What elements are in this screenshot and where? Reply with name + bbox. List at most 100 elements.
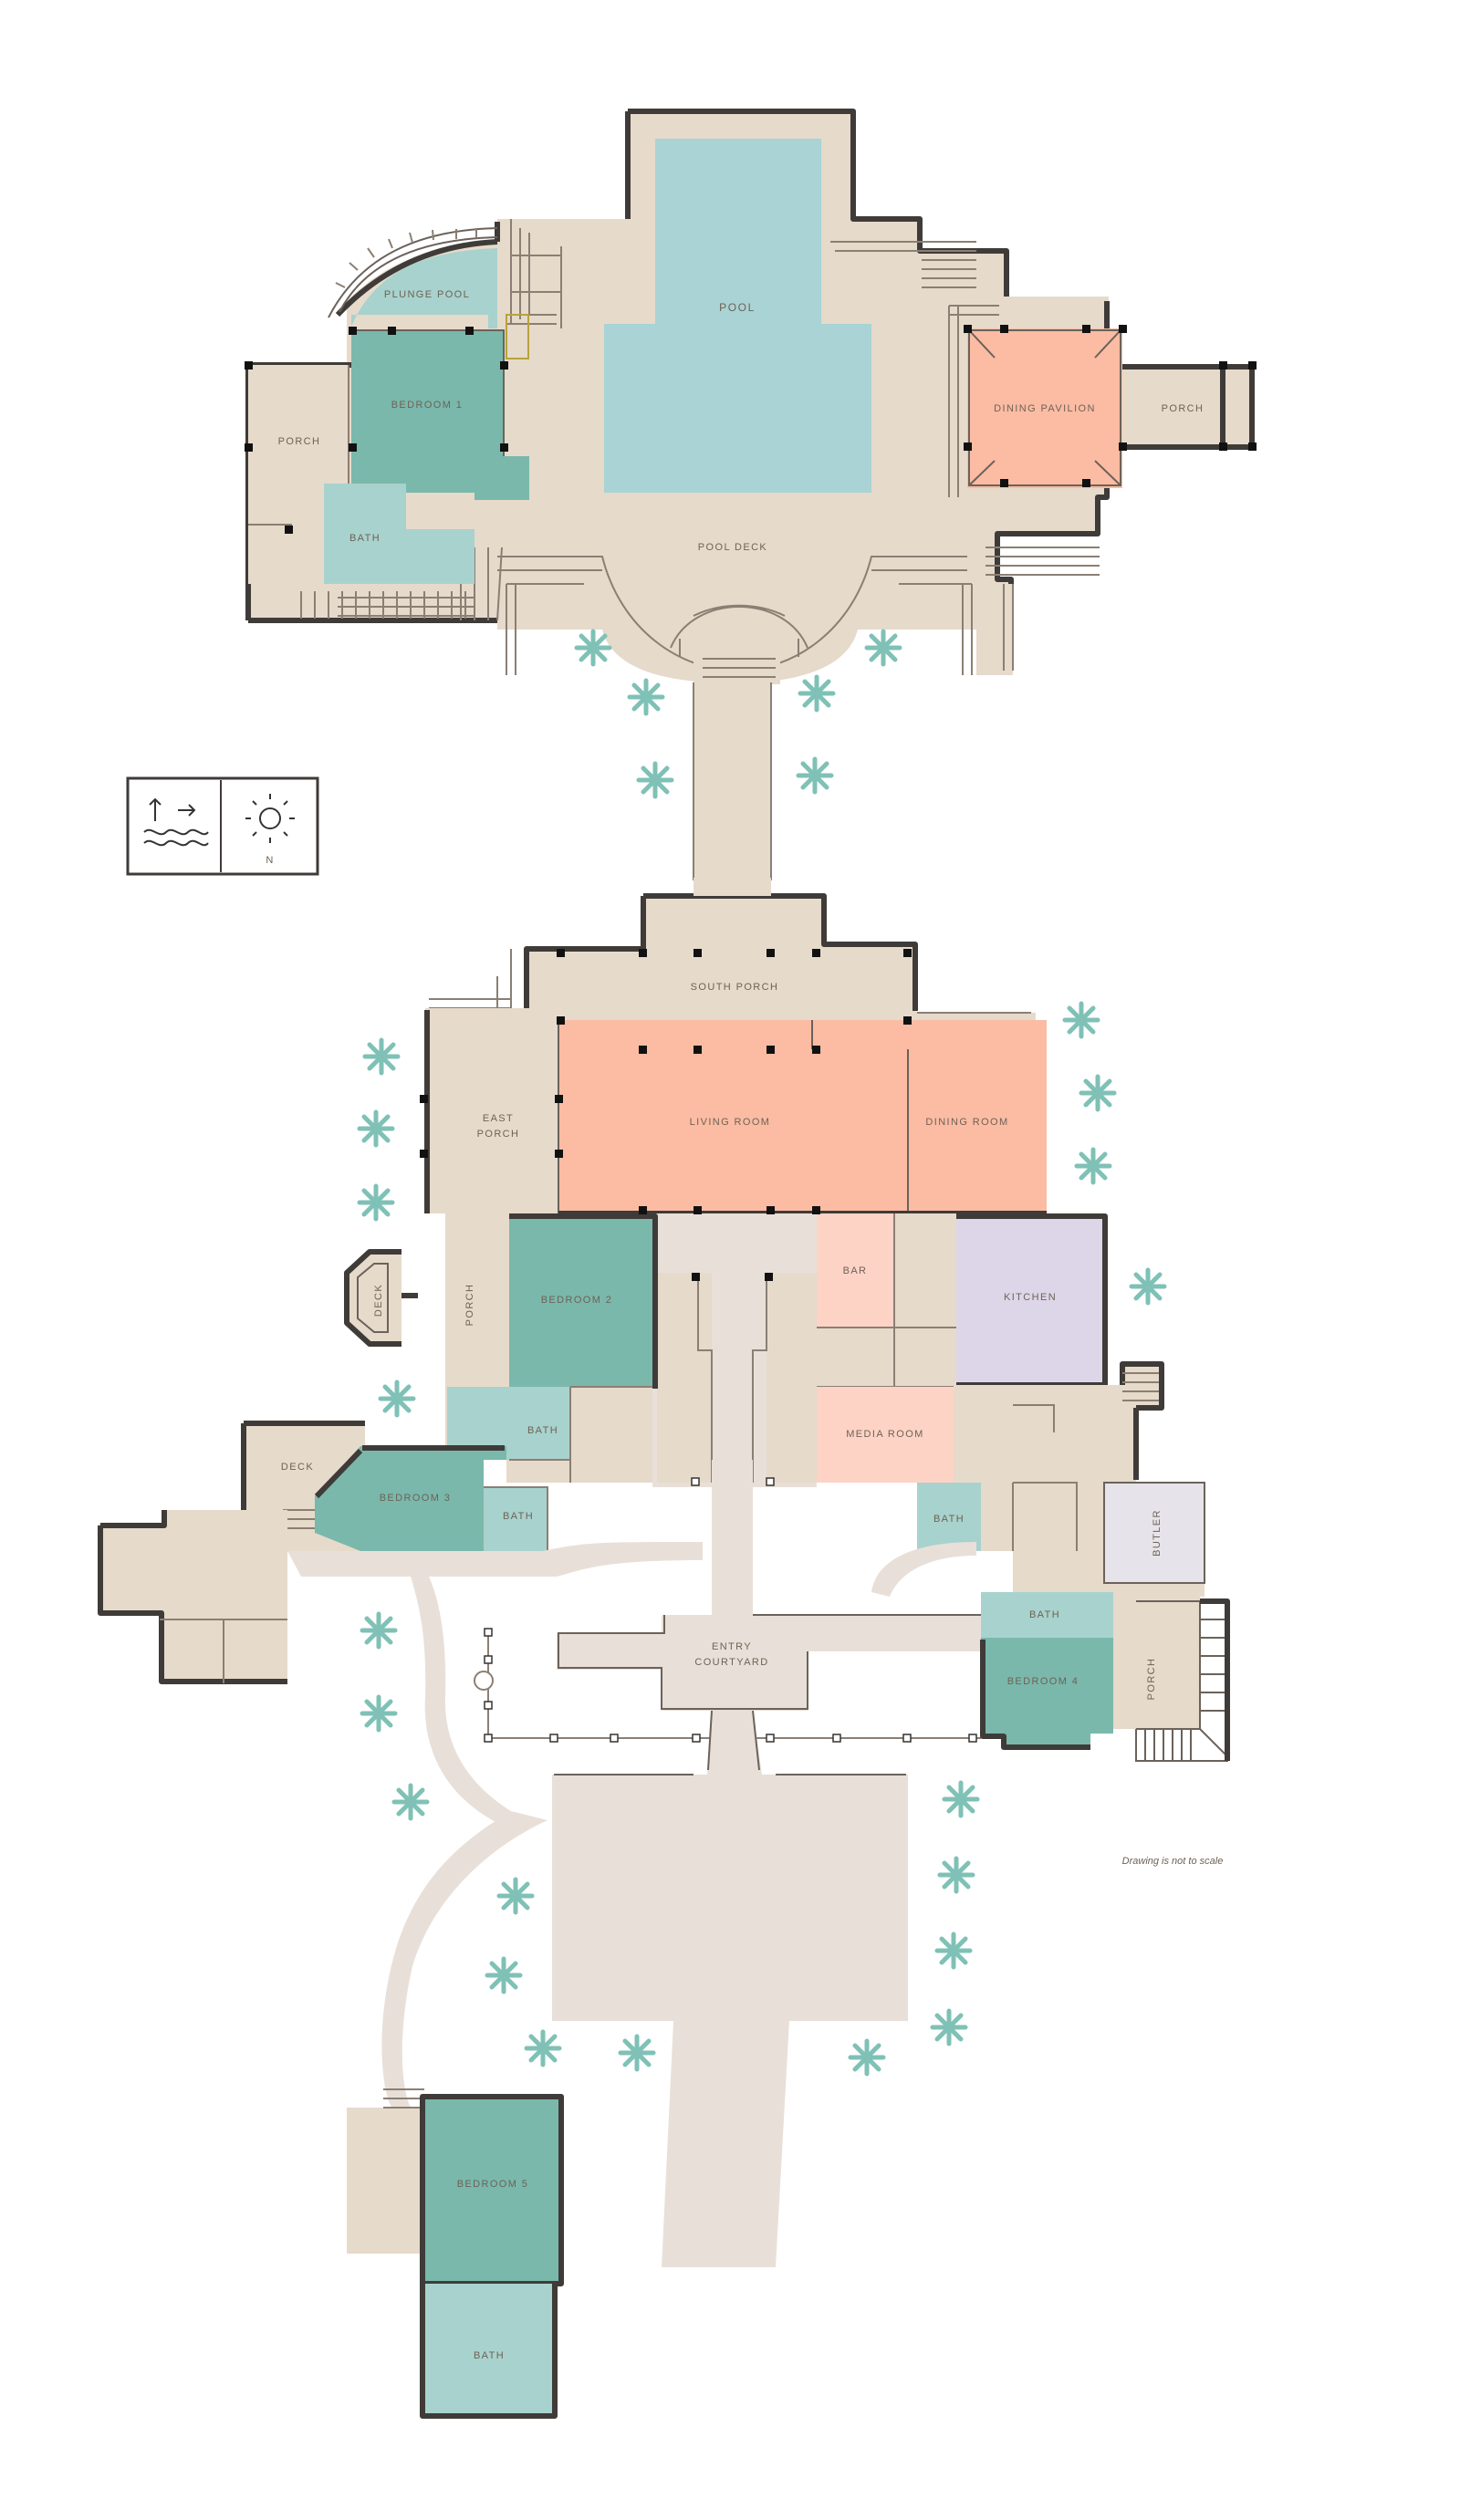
bedroom-1	[351, 330, 529, 500]
garden-path-curve	[411, 1577, 511, 1829]
bath-5-label: BATH	[474, 2350, 505, 2361]
south-porch	[525, 894, 1036, 1049]
palm-icon	[357, 1183, 395, 1222]
wind-direction-icon	[143, 797, 209, 847]
bath-2	[447, 1387, 570, 1460]
plunge-pool-label: PLUNGE POOL	[384, 289, 470, 300]
bath-media-label: BATH	[933, 1514, 965, 1525]
outdoor-shower	[506, 314, 529, 359]
dining-pavilion-label: DINING PAVILION	[994, 403, 1096, 414]
bath-media	[917, 1483, 981, 1551]
butler-label: BUTLER	[1152, 1509, 1163, 1557]
east-porch-label-2: PORCH	[477, 1129, 520, 1140]
bedroom-3-label: BEDROOM 3	[380, 1493, 452, 1504]
porch-side	[447, 1264, 506, 1405]
deck-west-label: DECK	[281, 1462, 314, 1473]
media-room-label: MEDIA ROOM	[846, 1429, 924, 1440]
palm-icon	[934, 1932, 973, 1970]
palm-icon	[378, 1380, 416, 1418]
garden-path-west	[287, 1542, 703, 1577]
compass-sun-icon	[245, 794, 295, 843]
scale-note: Drawing is not to scale	[1122, 1856, 1224, 1867]
pool	[604, 139, 871, 493]
palm-icon	[848, 2038, 886, 2077]
north-letter: N	[266, 855, 274, 866]
palm-icon	[574, 629, 612, 667]
entry-drive	[552, 1711, 908, 2267]
palm-icon	[391, 1783, 430, 1821]
palm-icon	[864, 629, 902, 667]
palm-trees	[357, 629, 1167, 2077]
bedroom-3	[315, 1446, 506, 1551]
porch-east	[1122, 365, 1252, 447]
entry-label-1: ENTRY	[712, 1641, 752, 1652]
bath-4-label: BATH	[1029, 1609, 1060, 1620]
palm-icon	[524, 2029, 562, 2067]
east-porch-label-1: EAST	[483, 1113, 514, 1124]
plunge-pool-railing	[328, 227, 498, 318]
deck-side-label: DECK	[373, 1284, 384, 1317]
bedroom-4-label: BEDROOM 4	[1007, 1676, 1079, 1687]
bath-1	[324, 484, 474, 584]
palm-icon	[1129, 1267, 1167, 1306]
columns-main	[420, 949, 912, 1281]
bedroom-4	[981, 1638, 1113, 1747]
palm-icon	[485, 1956, 523, 1994]
main-house: SOUTH PORCH EAST PORCH LIVING ROOM DININ…	[98, 878, 1230, 2267]
west-terrace	[99, 1510, 287, 1683]
palm-icon	[360, 1611, 398, 1650]
palm-icon	[930, 2008, 968, 2046]
walkway	[694, 682, 771, 883]
palm-icon	[496, 1877, 535, 1915]
pool-deck-label: POOL DECK	[698, 542, 767, 553]
bath-3-label: BATH	[503, 1511, 534, 1522]
entry-courtyard	[557, 1460, 981, 1711]
palm-icon	[362, 1037, 401, 1076]
palm-icon	[942, 1780, 980, 1818]
porch-bed5	[347, 2108, 424, 2254]
palm-icon	[1079, 1074, 1117, 1112]
palm-icon	[357, 1109, 395, 1148]
east-porch	[425, 1008, 562, 1213]
bedroom-5	[422, 2097, 561, 2284]
palm-icon	[1074, 1147, 1112, 1185]
bath-5	[422, 2284, 555, 2416]
palm-icon	[796, 756, 834, 795]
porch-bed4	[1113, 1597, 1200, 1729]
palm-icon	[937, 1856, 975, 1894]
bath-3	[484, 1487, 548, 1551]
kitchen-label: KITCHEN	[1004, 1292, 1057, 1303]
dining-room-label: DINING ROOM	[925, 1117, 1008, 1128]
bedroom-5-pavilion: BEDROOM 5 BATH	[347, 2088, 564, 2419]
bath-4	[981, 1592, 1113, 1638]
butler	[1104, 1483, 1204, 1583]
media-room	[817, 1387, 954, 1483]
pool-pavilion: PLUNGE POOL POOL BEDROOM 1 PORCH BATH PO…	[245, 109, 1257, 684]
bath-2-label: BATH	[527, 1425, 558, 1436]
palm-icon	[1062, 1001, 1100, 1039]
south-porch-label: SOUTH PORCH	[691, 982, 779, 993]
bedroom-2-label: BEDROOM 2	[541, 1295, 613, 1306]
porch-bed4-label: PORCH	[1146, 1658, 1157, 1701]
porch-west-label: PORCH	[278, 436, 321, 447]
palm-icon	[636, 761, 674, 799]
bedroom-2	[509, 1213, 655, 1387]
palm-icon	[798, 674, 836, 713]
palm-icon	[360, 1694, 398, 1733]
garden-path-south	[381, 1811, 548, 2108]
garden-path-east	[871, 1542, 976, 1597]
bedroom-1-label: BEDROOM 1	[391, 400, 464, 411]
bath-1-label: BATH	[349, 533, 381, 544]
legend: N	[126, 776, 319, 876]
palm-icon	[627, 678, 665, 716]
porch-side-label: PORCH	[464, 1284, 475, 1327]
plunge-pool	[351, 248, 497, 328]
courtyard-posts	[474, 1477, 981, 1743]
bar-label: BAR	[843, 1265, 868, 1276]
entry-label-2: COURTYARD	[694, 1657, 768, 1668]
porch-east-label: PORCH	[1162, 403, 1204, 414]
bedroom-5-label: BEDROOM 5	[457, 2179, 529, 2190]
palm-icon	[618, 2034, 656, 2072]
columns-pool	[245, 325, 1257, 534]
living-room-label: LIVING ROOM	[690, 1117, 771, 1128]
